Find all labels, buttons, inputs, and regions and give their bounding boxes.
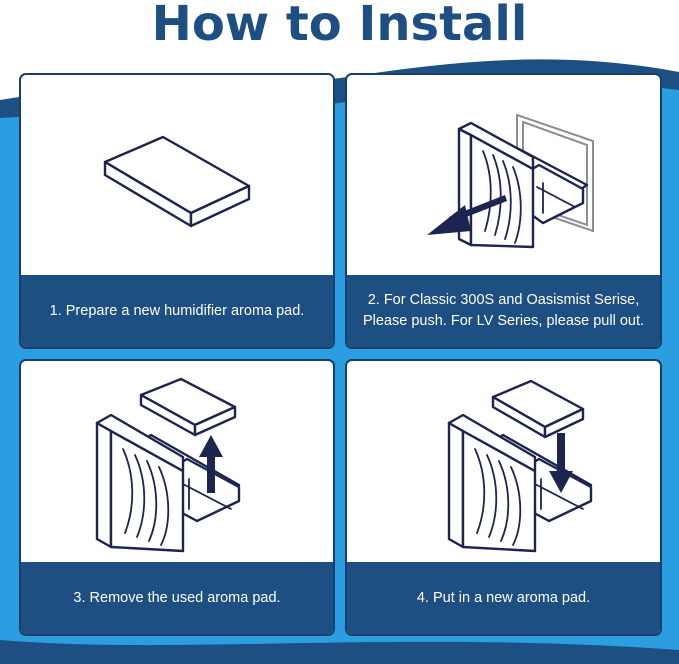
remove-pad-icon <box>95 377 241 553</box>
step-2-illustration <box>347 75 660 279</box>
insert-pad-icon <box>447 379 593 553</box>
step-card-2: 2. For Classic 300S and Oasismist Serise… <box>345 73 662 349</box>
step-2-caption: 2. For Classic 300S and Oasismist Serise… <box>347 275 660 347</box>
step-card-3: 3. Remove the used aroma pad. <box>19 359 335 636</box>
step-3-illustration <box>21 361 333 566</box>
step-1-illustration <box>21 75 333 279</box>
step-card-1: 1. Prepare a new humidifier aroma pad. <box>19 73 335 349</box>
page-title: How to Install <box>151 0 528 52</box>
step-1-caption: 1. Prepare a new humidifier aroma pad. <box>21 275 333 347</box>
drawer-pull-out-icon <box>427 113 594 249</box>
step-4-caption: 4. Put in a new aroma pad. <box>347 562 660 634</box>
aroma-pad-icon <box>103 135 251 228</box>
step-3-caption: 3. Remove the used aroma pad. <box>21 562 333 634</box>
step-4-illustration <box>347 361 660 566</box>
step-card-4: 4. Put in a new aroma pad. <box>345 359 662 636</box>
